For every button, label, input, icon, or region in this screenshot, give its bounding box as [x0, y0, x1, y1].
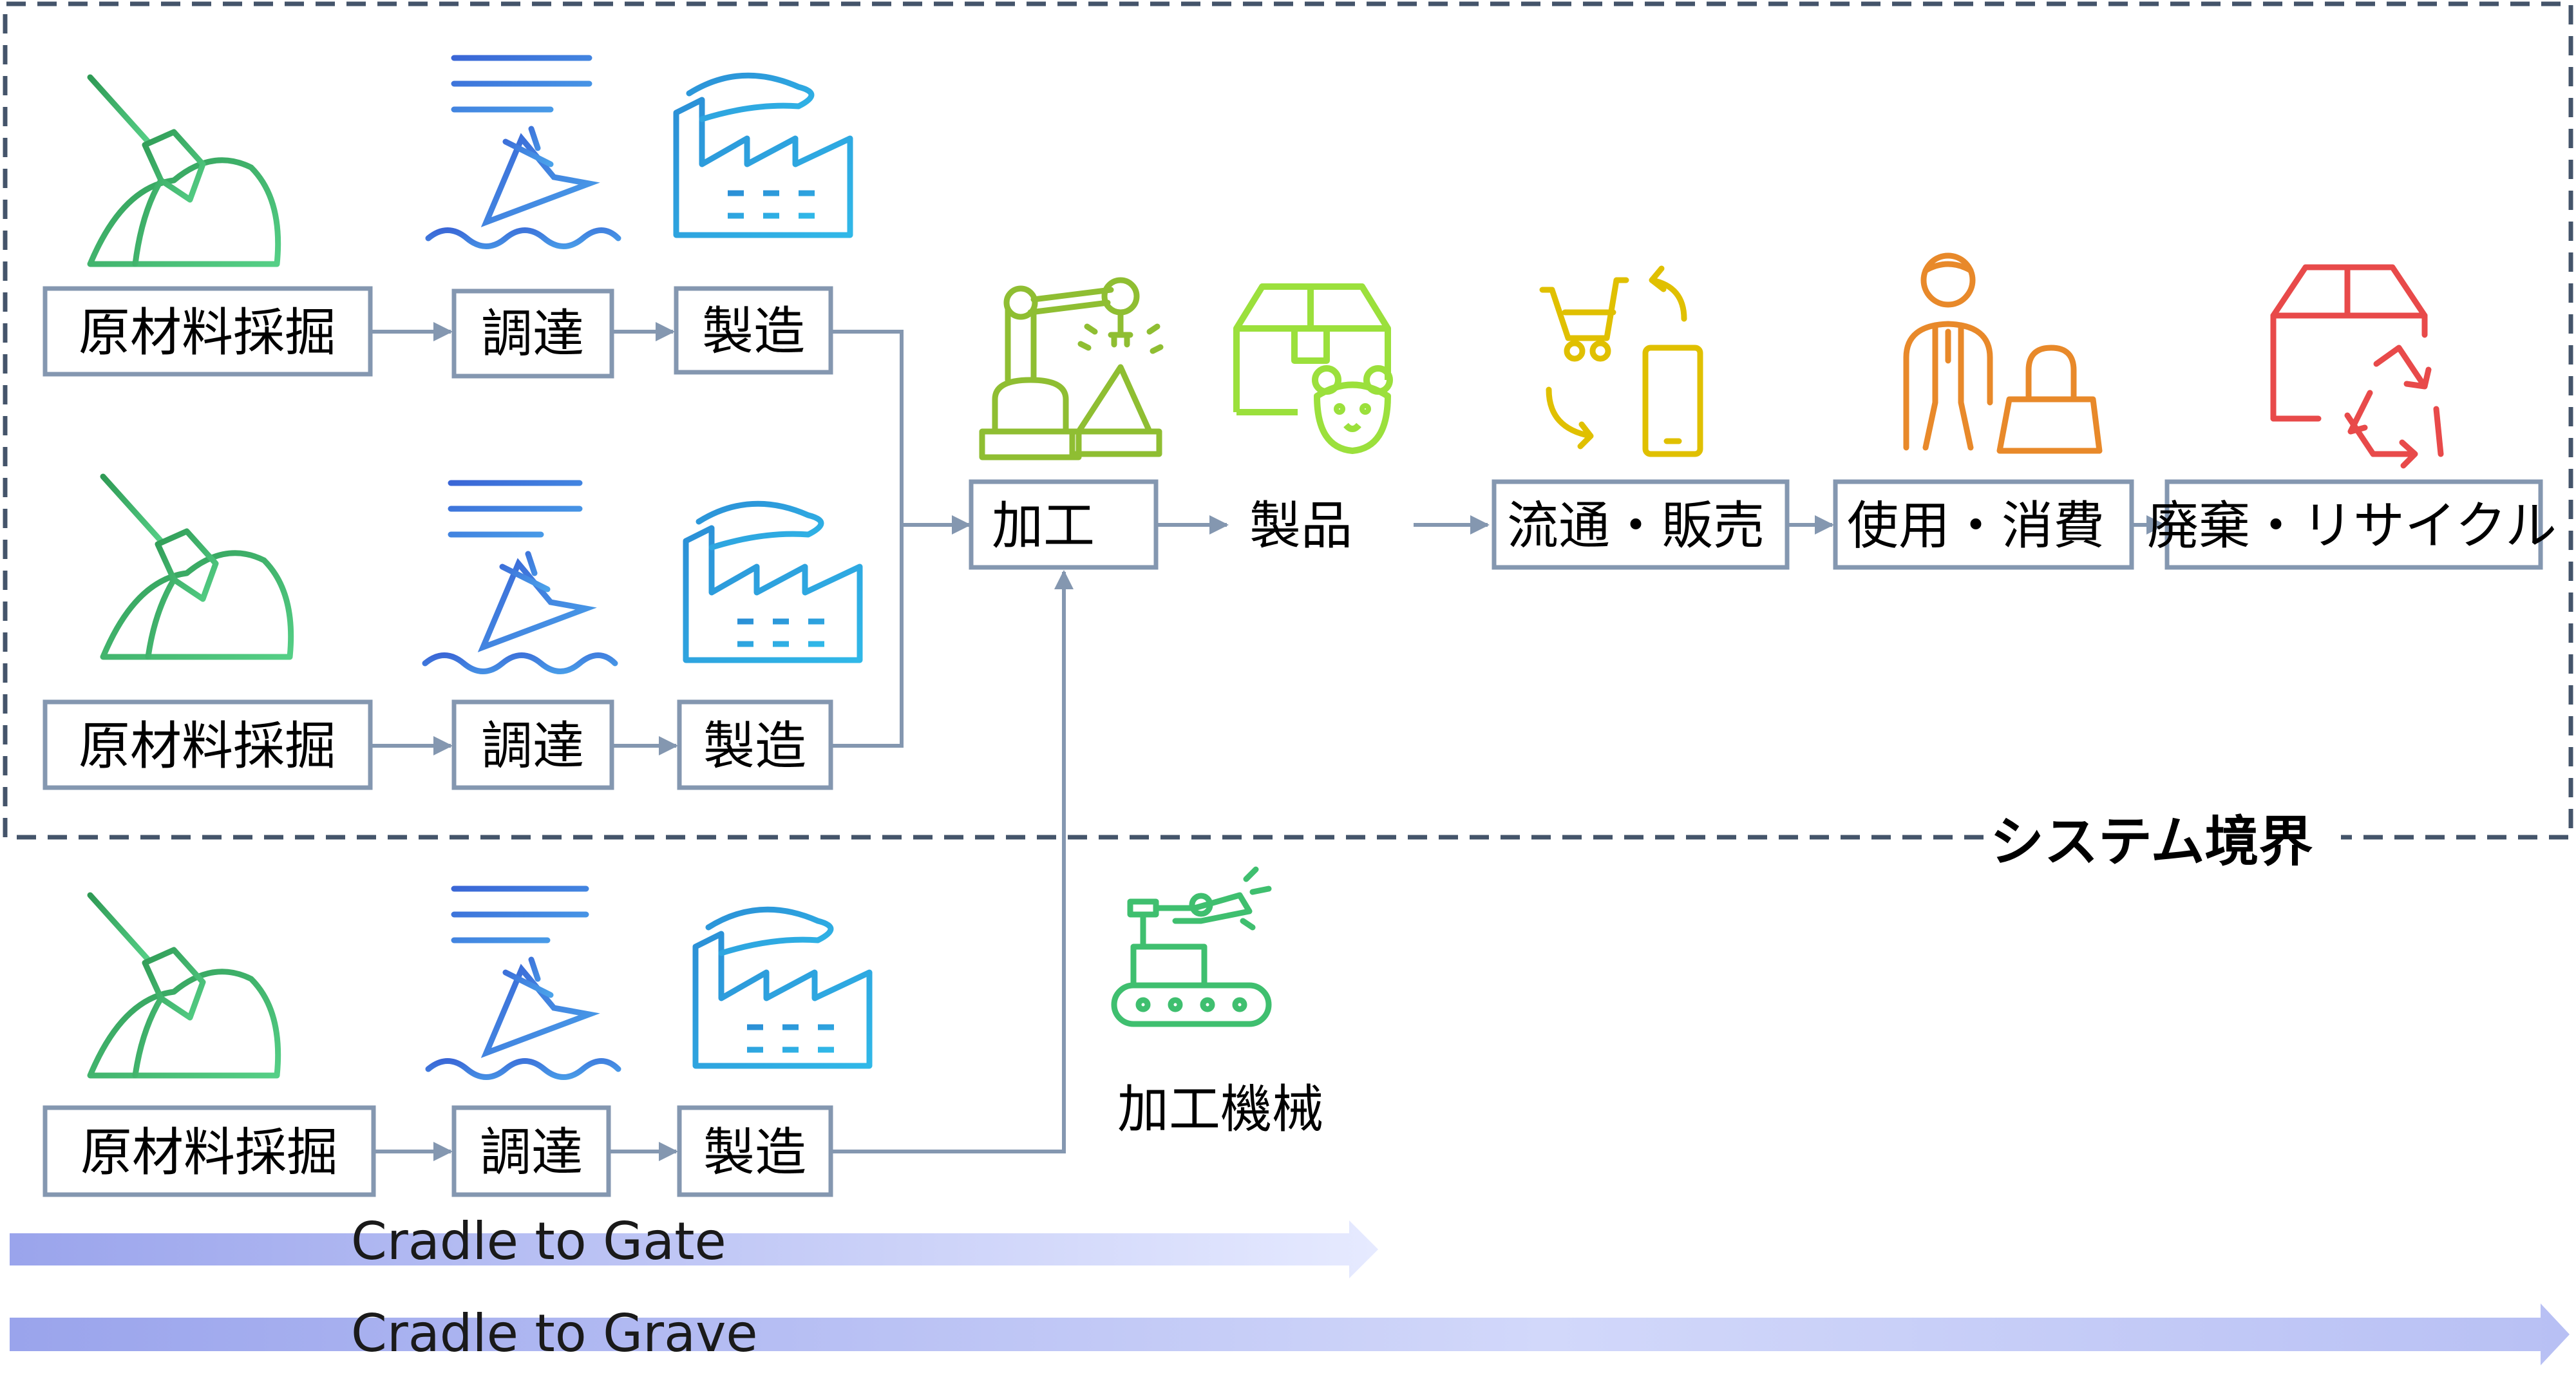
- label-disposal: 廃棄・リサイクル: [2147, 496, 2557, 556]
- connector-row3-to-processing: [831, 570, 1074, 1153]
- label-procurement-2: 調達: [481, 716, 584, 776]
- label-manufacturing-1: 製造: [702, 301, 805, 361]
- robot-arm-icon: [979, 277, 1164, 460]
- label-extraction-2: 原材料採掘: [79, 716, 336, 776]
- ship-sinking-icon: [425, 55, 621, 249]
- box-extraction-3: [43, 1105, 376, 1197]
- product-box-icon: [1233, 283, 1393, 454]
- label-machinery: 加工機械: [1117, 1079, 1323, 1139]
- cradle-to-grave-label: Cradle to Grave: [351, 1303, 758, 1363]
- label-distribution: 流通・販売: [1507, 496, 1765, 556]
- box-procurement-2: [451, 699, 614, 790]
- box-procurement-3: [451, 1105, 611, 1197]
- label-product: 製品: [1249, 496, 1352, 556]
- box-use: [1833, 479, 2134, 570]
- label-extraction-1: 原材料採掘: [79, 303, 336, 363]
- box-disposal: [2164, 479, 2543, 570]
- cradle-to-gate-arrow: [10, 1220, 1378, 1278]
- consumer-with-bag-icon: [1903, 252, 2103, 454]
- box-manufacturing-3: [677, 1105, 833, 1197]
- factory-icon: [683, 500, 863, 663]
- system-boundary-label: システム境界: [1990, 810, 2313, 873]
- ship-sinking-icon: [422, 480, 618, 674]
- box-distribution: [1492, 479, 1790, 570]
- box-manufacturing-1: [674, 286, 833, 375]
- cradle-to-grave-arrow: [10, 1303, 2570, 1365]
- label-extraction-3: 原材料採掘: [80, 1123, 338, 1182]
- shovel-mound-icon: [100, 473, 294, 660]
- box-procurement-1: [451, 289, 614, 379]
- cradle-to-gate-label: Cradle to Gate: [351, 1211, 726, 1271]
- label-manufacturing-3: 製造: [703, 1123, 806, 1182]
- factory-icon: [692, 906, 873, 1069]
- system-boundary: [3, 1, 2573, 840]
- label-use: 使用・消費: [1847, 496, 2105, 556]
- shopping-cart-phone-icon: [1539, 265, 1703, 457]
- label-processing: 加工: [992, 496, 1095, 556]
- recycle-box-icon: [2270, 264, 2444, 469]
- connector-row1-to-processing: [831, 330, 904, 525]
- box-extraction-2: [43, 699, 373, 790]
- factory-icon: [673, 72, 853, 238]
- box-processing: [969, 479, 1159, 570]
- label-procurement-1: 調達: [481, 304, 584, 364]
- shovel-mound-icon: [87, 892, 281, 1079]
- assembly-line-robot-icon: [1111, 866, 1272, 1027]
- label-procurement-3: 調達: [480, 1123, 583, 1182]
- ship-sinking-icon: [425, 886, 621, 1080]
- box-manufacturing-2: [677, 699, 833, 790]
- connector-row2-to-processing: [831, 525, 904, 748]
- shovel-mound-icon: [87, 74, 281, 267]
- label-manufacturing-2: 製造: [703, 716, 806, 776]
- box-extraction-1: [43, 286, 373, 377]
